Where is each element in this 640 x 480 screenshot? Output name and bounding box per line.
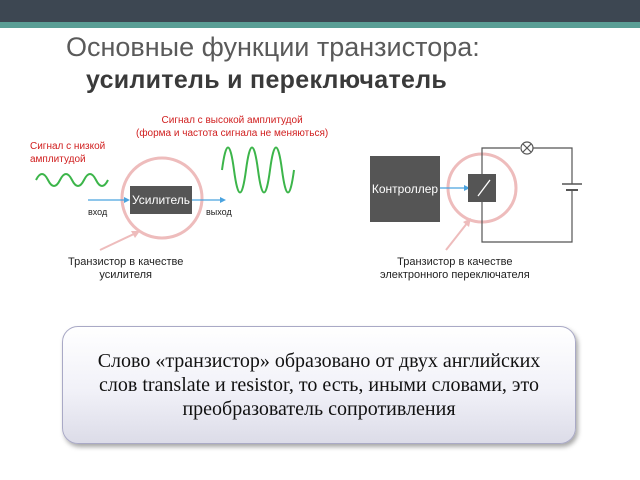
top-bar bbox=[0, 0, 640, 22]
controller-box: Контроллер bbox=[370, 156, 440, 222]
amplifier-highlight-circle bbox=[120, 156, 204, 240]
switch-caption-arrow bbox=[445, 221, 469, 251]
output-label: выход bbox=[206, 207, 232, 217]
output-signal-label: Сигнал с высокой амплитудой (форма и час… bbox=[136, 115, 329, 139]
slide-title: Основные функции транзистора: bbox=[66, 32, 480, 62]
amplifier-caption: Транзистор в качестве усилителя bbox=[68, 256, 184, 281]
top-accent-stripe bbox=[0, 22, 640, 28]
input-signal-wave bbox=[35, 173, 109, 187]
circuit-wire bbox=[481, 147, 520, 174]
input-label: вход bbox=[88, 207, 108, 217]
switch-box bbox=[468, 174, 496, 202]
slide-subtitle: усилитель и переключатель bbox=[86, 66, 448, 94]
output-signal-wave bbox=[221, 146, 295, 194]
note-text: Слово «транзистор» образовано от двух ан… bbox=[97, 350, 541, 420]
amplifier-box: Усилитель bbox=[130, 186, 192, 214]
transistor-etymology-note: Слово «транзистор» образовано от двух ан… bbox=[62, 326, 576, 444]
input-signal-label: Сигнал с низкой амплитудой bbox=[30, 141, 106, 165]
amplifier-caption-arrow bbox=[99, 232, 137, 251]
switch-contact bbox=[477, 179, 491, 197]
switch-caption: Транзистор в качестве электронного перек… bbox=[380, 256, 530, 281]
